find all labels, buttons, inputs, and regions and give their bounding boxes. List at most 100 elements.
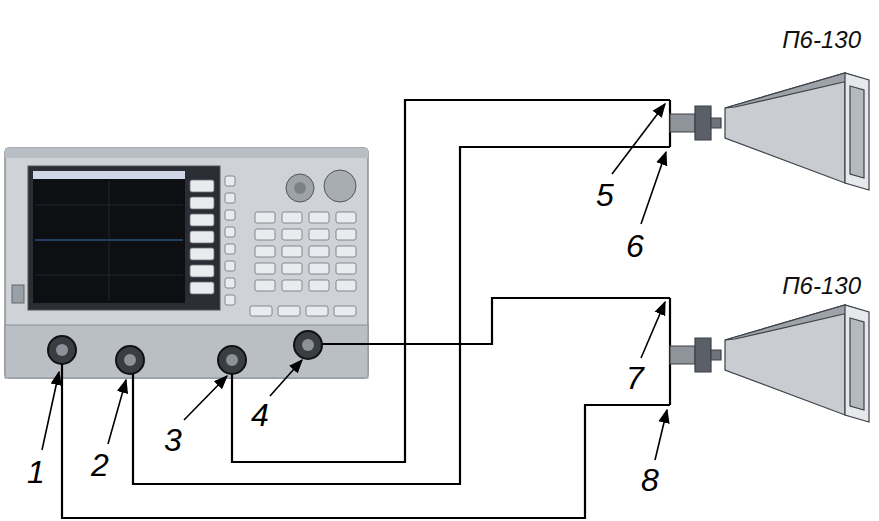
antenna-adapter	[711, 118, 721, 128]
cable	[133, 147, 670, 484]
antenna-connector	[670, 114, 695, 132]
antenna-nut	[695, 106, 711, 140]
cable	[232, 100, 670, 462]
instrument-key	[225, 176, 235, 186]
instrument-key	[190, 231, 214, 243]
navigation-pad	[324, 170, 356, 202]
port-pin	[124, 354, 136, 366]
antenna-nut	[695, 338, 711, 372]
instrument-key	[309, 229, 329, 240]
instrument-key	[282, 212, 302, 223]
port-pin	[226, 354, 238, 366]
instrument-key	[282, 246, 302, 257]
port-connector	[48, 336, 76, 364]
instrument-key	[336, 263, 356, 274]
device-label: П6-130	[782, 26, 861, 55]
instrument-key	[334, 306, 356, 316]
leader-line	[641, 302, 665, 358]
instrument-key	[255, 246, 275, 257]
callout-number: 4	[251, 399, 269, 431]
cables	[62, 100, 670, 518]
instrument-key	[282, 229, 302, 240]
antenna-connector	[670, 346, 695, 364]
instrument-key	[336, 212, 356, 223]
instrument-key	[282, 280, 302, 291]
rotary-knob-center	[294, 182, 306, 194]
instrument-key	[309, 246, 329, 257]
port-pin	[56, 344, 68, 356]
power-button	[12, 285, 24, 303]
instrument-key	[255, 280, 275, 291]
leader-line	[655, 410, 667, 460]
instrument-key	[306, 306, 328, 316]
analyzer-top-strip	[5, 148, 368, 158]
instrument-key	[336, 229, 356, 240]
leader-line	[42, 372, 59, 450]
cable	[322, 298, 670, 344]
leader-lines	[42, 104, 667, 460]
horn-aperture	[845, 73, 869, 190]
antenna-adapter	[711, 350, 721, 360]
instrument-key	[225, 244, 235, 254]
screen-title-bar	[33, 171, 185, 179]
horn-side	[725, 305, 845, 415]
cable	[62, 364, 670, 518]
port-panel	[5, 325, 368, 378]
screen-grid	[109, 181, 110, 301]
device-label: П6-130	[782, 272, 861, 301]
instrument-key	[309, 212, 329, 223]
leader-line	[612, 104, 665, 174]
instrument-key	[190, 180, 214, 192]
callout-number: 2	[91, 449, 109, 481]
horn-antenna: П6-130	[665, 250, 875, 445]
instrument-key	[336, 280, 356, 291]
leader-line	[270, 360, 302, 396]
callout-number: 1	[27, 456, 45, 488]
callout-number: 7	[626, 362, 644, 394]
callout-number: 8	[641, 464, 659, 496]
callout-number: 5	[596, 179, 614, 211]
instrument-key	[336, 246, 356, 257]
port-pin	[302, 339, 314, 351]
screen	[33, 171, 185, 303]
instrument-key	[190, 197, 214, 209]
aperture-inner	[850, 318, 864, 410]
instrument-key	[255, 229, 275, 240]
horn-antenna: П6-130	[665, 18, 875, 213]
leader-line	[108, 380, 126, 444]
horn-top	[725, 305, 861, 340]
rotary-knob	[286, 174, 314, 202]
instrument-key	[278, 306, 300, 316]
instrument-key	[255, 212, 275, 223]
instrument-key	[225, 261, 235, 271]
analyzer-body	[5, 148, 368, 378]
instrument-key	[309, 280, 329, 291]
callout-number: 6	[626, 230, 644, 262]
instrument-key	[225, 193, 235, 203]
horn-top	[725, 73, 861, 108]
horn-aperture	[845, 305, 869, 422]
instrument-key	[225, 295, 235, 305]
instrument-key	[255, 263, 275, 274]
port-connector	[116, 346, 144, 374]
instrument-key	[190, 265, 214, 277]
horn-side	[725, 73, 845, 183]
instrument-key	[250, 306, 272, 316]
instrument-key	[190, 248, 214, 260]
leader-line	[184, 376, 227, 420]
instrument-key	[225, 210, 235, 220]
instrument-key	[190, 282, 214, 294]
port-connector	[294, 331, 322, 359]
instrument-key	[309, 263, 329, 274]
instrument-key	[225, 227, 235, 237]
aperture-inner	[850, 86, 864, 178]
callout-number: 3	[164, 424, 182, 456]
port-connector	[218, 346, 246, 374]
leader-line	[641, 152, 666, 224]
network-analyzer	[5, 148, 368, 378]
instrument-key	[282, 263, 302, 274]
instrument-key	[190, 214, 214, 226]
instrument-key	[225, 278, 235, 288]
